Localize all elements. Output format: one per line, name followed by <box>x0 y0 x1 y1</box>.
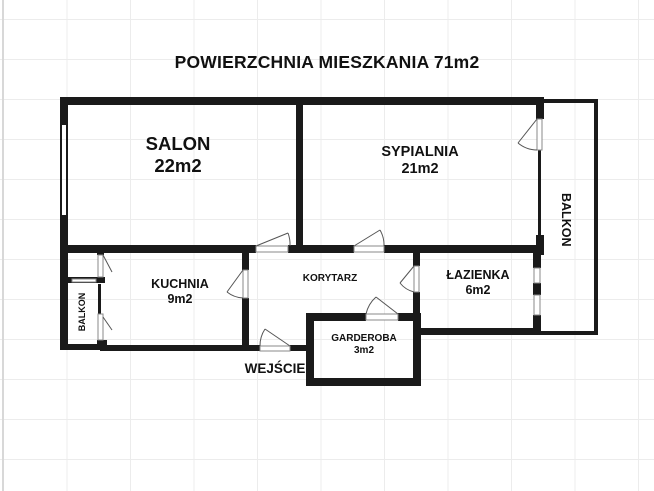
room-korytarz-name: KORYTARZ <box>302 273 358 284</box>
room-sypialnia-area: 21m2 <box>401 161 439 178</box>
walls <box>60 97 598 386</box>
room-garderoba-area: 3m2 <box>353 345 374 356</box>
room-lazienka: ŁAZIENKA 6m2 <box>428 268 528 298</box>
room-salon: SALON 22m2 <box>118 133 238 177</box>
room-balkon-small: BALKON <box>77 292 87 332</box>
page-left-edge <box>2 0 4 491</box>
room-kuchnia-area: 9m2 <box>167 292 193 306</box>
room-balkon-large: BALKON <box>559 193 573 247</box>
room-salon-name: SALON <box>145 133 211 154</box>
room-lazienka-area: 6m2 <box>465 283 491 297</box>
room-sypialnia: SYPIALNIA 21m2 <box>360 144 480 179</box>
entrance-label: WEJŚCIE <box>244 361 306 376</box>
doors <box>71 118 543 352</box>
room-kuchnia-name: KUCHNIA <box>151 277 209 291</box>
room-garderoba-name: GARDEROBA <box>331 333 397 344</box>
room-sypialnia-name: SYPIALNIA <box>381 144 459 160</box>
room-salon-area: 22m2 <box>154 155 202 177</box>
room-garderoba: GARDEROBA 3m2 <box>316 333 412 357</box>
room-lazienka-name: ŁAZIENKA <box>446 268 510 282</box>
plan-title: POWIERZCHNIA MIESZKANIA 71m2 <box>174 52 480 72</box>
room-korytarz: KORYTARZ <box>280 273 380 285</box>
room-kuchnia: KUCHNIA 9m2 <box>130 277 230 307</box>
